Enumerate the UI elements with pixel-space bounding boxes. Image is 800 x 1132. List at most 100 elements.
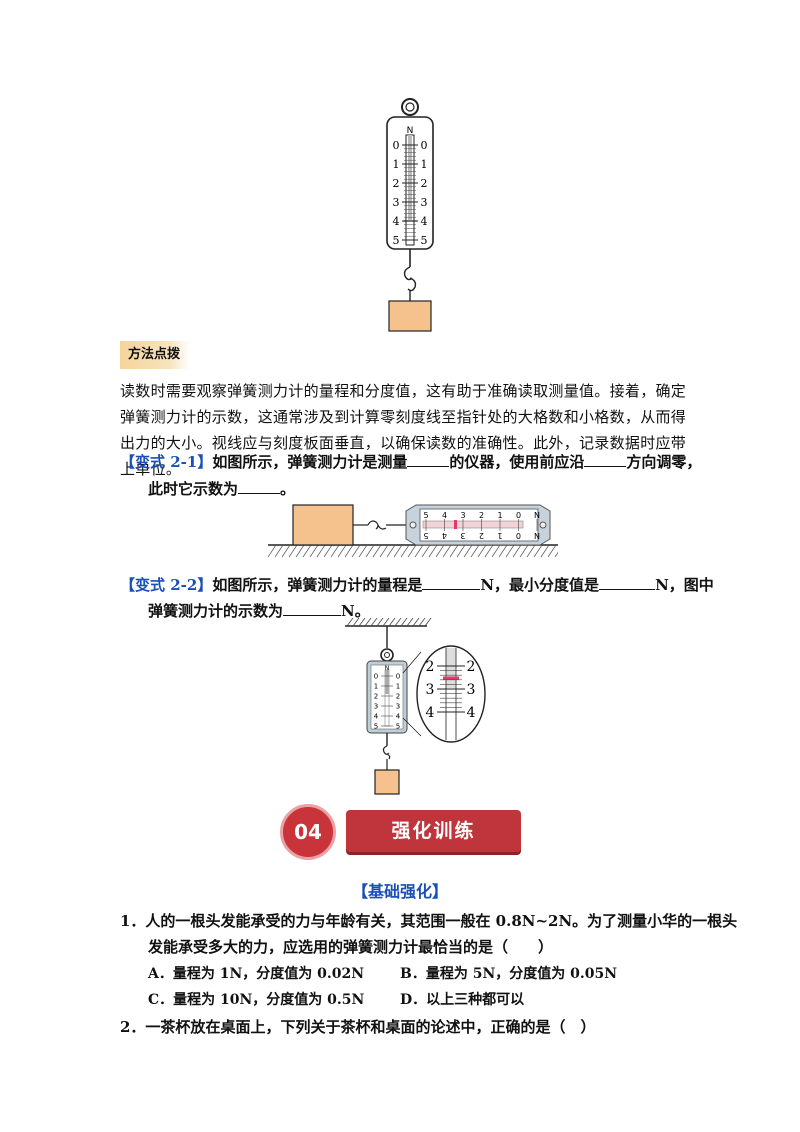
table-hatch [428,544,438,558]
table-hatch [344,544,354,558]
tick-bottom-N: N [534,531,540,540]
table-hatch [302,544,312,558]
table-hatch [323,544,333,558]
tick-label-right-0: 0 [421,139,428,152]
table-hatch [421,544,431,558]
table-hatch [274,544,284,558]
table-hatch [533,544,543,558]
table-hatch [372,544,382,558]
blank-6[interactable] [283,601,342,616]
blank-5[interactable] [599,575,656,590]
tick-right-0: 0 [396,673,400,681]
section-header: 04 强化训练 [280,804,521,860]
q1-option-d[interactable]: D．以上三种都可以 [400,992,525,1008]
ceiling-hatch [388,618,396,627]
tick-label-left-4: 4 [393,215,400,228]
blank-3[interactable] [238,479,281,494]
ceiling-hatch [376,618,384,627]
tick-left-4: 4 [374,713,379,721]
method-tag: 方法点拨 [120,341,190,369]
tick-bottom-4: 4 [442,531,447,540]
zoom-tick-left-2: 2 [426,659,435,675]
tick-left-5: 5 [374,723,378,731]
table-hatch [288,544,298,558]
tick-label-left-5: 5 [393,234,400,247]
tick-label-left-3: 3 [393,196,400,209]
tick-label-left-0: 0 [393,139,400,152]
table-hatch [491,544,501,558]
method-paragraph: 读数时需要观察弹簧测力计的量程和分度值，这有助于准确读取测量值。接着，确定弹簧测… [120,382,687,478]
tick-bottom-5: 5 [423,531,428,540]
q1-option-c[interactable]: C．量程为 10N，分度值为 0.5N [148,992,365,1008]
table-hatch [379,544,389,558]
tick-top-2: 2 [479,511,484,520]
table-hatch [337,544,347,558]
zoom-tick-right-2: 2 [467,659,476,675]
table-hatch [540,544,550,558]
subheading-basic: 【基础强化】 [351,882,448,901]
table-hatch [295,544,305,558]
tick-right-1: 1 [396,683,400,691]
table-hatch [442,544,452,558]
table-hatch [393,544,403,558]
tick-label-left-2: 2 [393,177,400,190]
tick-left-1: 1 [374,683,378,691]
scale-unit-label-2: N [385,665,390,672]
ceiling-hatch [370,618,378,627]
table-hatch [477,544,487,558]
tick-label-right-5: 5 [421,234,428,247]
ceiling-hatch [412,618,420,627]
tick-left-2: 2 [374,693,378,701]
variant-2-1-line2: 此时它示数为。 [148,479,296,498]
table-hatch [463,544,473,558]
hanging-weight [374,769,400,795]
q1-option-a[interactable]: A．量程为 1N，分度值为 0.02N [148,966,365,982]
section-title: 强化训练 [346,810,521,852]
ceiling-hatch [400,618,408,627]
scale-unit-label: N [407,126,414,136]
ceiling-hatch [406,618,414,627]
zoom-tick-right-4: 4 [467,705,476,721]
tick-label-right-3: 3 [421,196,428,209]
ceiling-hatch [394,618,402,627]
tick-bottom-2: 2 [479,531,484,540]
tick-bottom-3: 3 [460,531,465,540]
table-hatch [456,544,466,558]
tick-bottom-1: 1 [497,531,502,540]
tick-top-N: N [534,511,540,520]
ceiling-hatch [424,618,432,627]
q1-line1: 1．人的一根头发能承受的力与年龄有关，其范围一般在 0.8N~2N。为了测量小华… [120,912,738,930]
tick-right-4: 4 [396,713,401,721]
table-hatch [386,544,396,558]
table-hatch [309,544,319,558]
variant-2-1-tag: 【变式 2-1】 [120,453,213,471]
table-hatch [547,544,557,558]
ceiling-hatch [382,618,390,627]
table-hatch [400,544,410,558]
table-hatch [365,544,375,558]
tick-bottom-0: 0 [516,531,521,540]
ceiling-hatch [346,618,354,627]
table-hatch [526,544,536,558]
table-hatch [414,544,424,558]
tick-right-5: 5 [396,723,400,731]
blank-1[interactable] [407,452,450,467]
ceiling-hatch [364,618,372,627]
tick-right-3: 3 [396,703,400,711]
tick-right-2: 2 [396,693,400,701]
table-hatch [268,544,277,558]
weight-block [388,300,432,332]
table-hatch [470,544,480,558]
blank-2[interactable] [584,452,627,467]
tick-label-right-1: 1 [421,158,428,171]
q1-option-b[interactable]: B．量程为 5N，分度值为 0.05N [400,966,618,982]
table-hatch [554,551,558,558]
tick-left-0: 0 [374,673,378,681]
blank-4[interactable] [422,575,481,590]
q2-line1: 2．一茶杯放在桌面上，下列关于茶杯和桌面的论述中，正确的是（ ） [120,1018,596,1036]
table-hatch [498,544,508,558]
table-hatch [407,544,417,558]
